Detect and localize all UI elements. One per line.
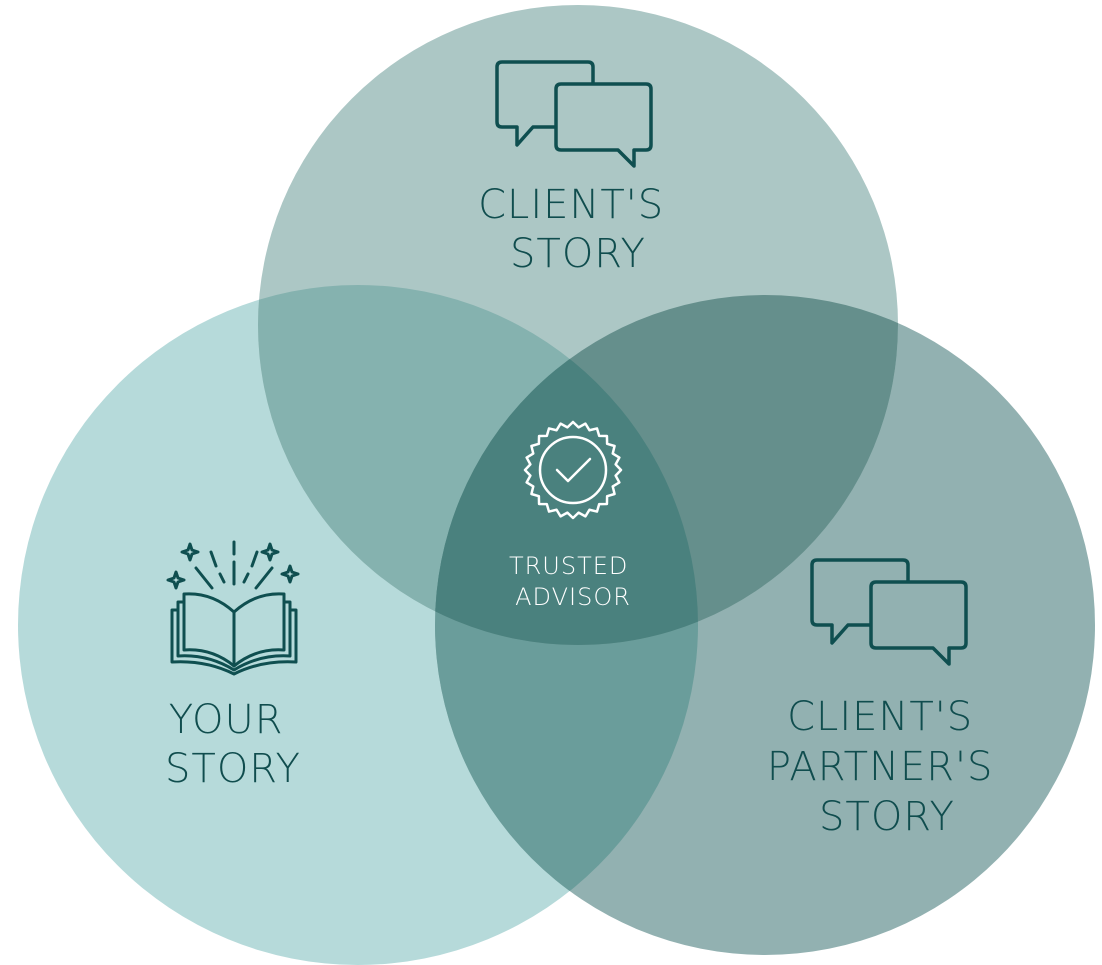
- your-story-line2: STORY: [165, 746, 301, 792]
- partner-story-line3: STORY: [819, 794, 955, 840]
- trusted-advisor-line1: TRUSTED: [509, 552, 628, 580]
- trusted-advisor-label: TRUSTED ADVISOR: [509, 552, 637, 611]
- client-story-line2: STORY: [510, 231, 646, 277]
- partner-story-line2: PARTNER'S: [767, 744, 994, 790]
- seal-check-icon: [523, 420, 623, 520]
- partner-story-label: CLIENT'S PARTNER'S STORY: [767, 694, 1007, 840]
- open-book-icon: [166, 540, 300, 676]
- partner-story-line1: CLIENT'S: [787, 694, 973, 740]
- trusted-advisor-line2: ADVISOR: [515, 583, 631, 611]
- your-story-label: YOUR STORY: [165, 697, 301, 792]
- client-story-line1: CLIENT'S: [478, 182, 664, 228]
- your-story-line1: YOUR: [169, 697, 284, 743]
- partner-story-icon: [810, 558, 968, 666]
- client-story-icon: [495, 60, 653, 168]
- client-story-label: CLIENT'S STORY: [478, 182, 678, 277]
